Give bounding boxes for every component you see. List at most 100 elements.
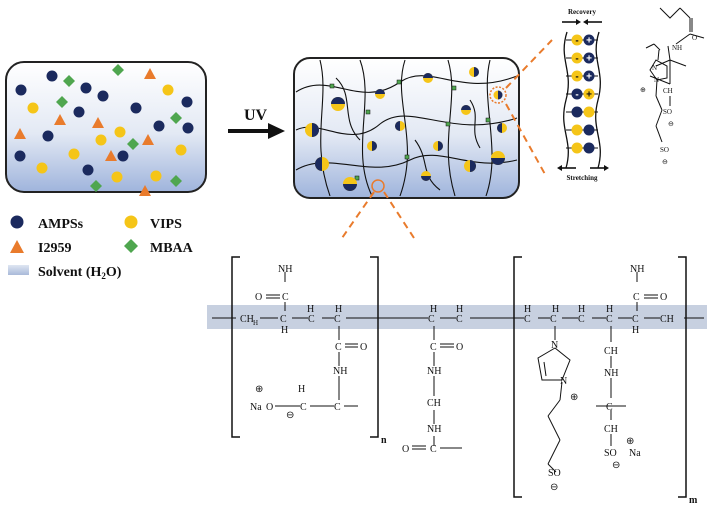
svg-text:AMPSs: AMPSs	[38, 217, 84, 232]
svg-text:H: H	[281, 325, 288, 336]
crosslink-nodes	[329, 79, 491, 181]
subscript-n: n	[381, 435, 387, 446]
svg-text:N: N	[652, 64, 657, 72]
svg-text:-: -	[575, 54, 578, 65]
ion-pair-highlight	[489, 86, 507, 104]
svg-text:I2959: I2959	[38, 241, 71, 256]
initiator-particles	[14, 68, 156, 196]
svg-text:H: H	[552, 304, 559, 315]
svg-text:Na: Na	[250, 402, 262, 413]
uv-label: UV	[244, 107, 268, 124]
legend-item-i2959: I2959	[10, 240, 71, 256]
zoom-lines	[341, 39, 553, 239]
svg-text:O: O	[692, 34, 697, 42]
svg-text:N: N	[551, 340, 558, 351]
bonds	[212, 272, 704, 473]
legend-item-amps: AMPSs	[10, 215, 84, 232]
svg-text:C: C	[335, 342, 342, 353]
legend: AMPSs VIPS I2959 MBAA Solvent (H2O)	[8, 215, 194, 281]
svg-text:NH: NH	[604, 368, 618, 379]
stretching-label: Stretching	[567, 174, 598, 182]
svg-text:O: O	[360, 342, 367, 353]
svg-text:H: H	[632, 325, 639, 336]
legend-item-solvent: Solvent (H2O)	[8, 265, 122, 281]
svg-text:NH: NH	[427, 424, 441, 435]
svg-text:NH: NH	[672, 44, 682, 52]
svg-text:C: C	[334, 402, 341, 413]
subscript-m: m	[689, 495, 698, 505]
svg-text:CH: CH	[240, 314, 254, 325]
svg-text:⊖: ⊖	[612, 460, 620, 471]
svg-text:N: N	[560, 376, 567, 387]
svg-text:+: +	[586, 54, 592, 65]
svg-text:⊕: ⊕	[626, 436, 634, 447]
svg-text:VIPS: VIPS	[150, 217, 182, 232]
svg-text:O: O	[402, 444, 409, 455]
svg-text:H: H	[335, 304, 342, 315]
svg-text:-: -	[575, 72, 578, 83]
svg-text:C: C	[456, 314, 463, 325]
ion-pair-inset: Recovery -+ -+ -+ -+ Stretching	[557, 8, 609, 182]
recovery-arrows	[562, 19, 602, 25]
recovery-label: Recovery	[568, 8, 596, 16]
svg-text:MBAA: MBAA	[150, 241, 194, 256]
svg-text:H: H	[456, 304, 463, 315]
svg-text:C: C	[308, 314, 315, 325]
precursor-solution	[5, 61, 207, 196]
svg-text:C: C	[428, 314, 435, 325]
svg-text:H: H	[578, 304, 585, 315]
svg-text:CH: CH	[604, 424, 618, 435]
legend-item-mbaa: MBAA	[124, 239, 194, 256]
svg-text:C: C	[633, 292, 640, 303]
ion-charge-pairs: -+ -+ -+ -+	[566, 34, 598, 154]
svg-text:⊖: ⊖	[662, 158, 668, 166]
polymer-formula: n m	[207, 256, 707, 505]
vips-particles	[27, 84, 187, 183]
amps-particles	[14, 70, 194, 176]
svg-text:C: C	[334, 314, 341, 325]
svg-text:C: C	[282, 292, 289, 303]
svg-text:C: C	[578, 314, 585, 325]
svg-text:NH: NH	[333, 366, 347, 377]
svg-text:C: C	[606, 402, 613, 413]
svg-text:SO: SO	[604, 448, 617, 459]
svg-text:C: C	[280, 314, 287, 325]
svg-text:CH: CH	[660, 314, 674, 325]
svg-text:H: H	[253, 319, 258, 327]
uv-arrow: UV	[228, 107, 285, 139]
svg-text:C: C	[524, 314, 531, 325]
svg-text:C: C	[606, 314, 613, 325]
svg-text:O: O	[255, 292, 262, 303]
svg-text:+: +	[586, 36, 592, 47]
backbone-band	[207, 305, 707, 329]
svg-text:NH: NH	[630, 264, 644, 275]
svg-text:H: H	[430, 304, 437, 315]
svg-text:⊕: ⊕	[570, 392, 578, 403]
stretching-arrows	[557, 165, 609, 171]
svg-text:O: O	[456, 342, 463, 353]
svg-text:SO: SO	[660, 146, 669, 154]
svg-text:C: C	[632, 314, 639, 325]
svg-text:C: C	[430, 444, 437, 455]
svg-text:C: C	[300, 402, 307, 413]
svg-text:⊖: ⊖	[668, 120, 674, 128]
vips-labels: O NH CH SO N N ⊕ ⊖ SO ⊖	[640, 34, 697, 166]
svg-text:C: C	[550, 314, 557, 325]
svg-text:O: O	[266, 402, 273, 413]
svg-text:⊕: ⊕	[640, 86, 646, 94]
svg-text:N: N	[654, 76, 659, 84]
svg-text:SO: SO	[663, 108, 672, 116]
svg-text:⊖: ⊖	[550, 482, 558, 493]
brackets	[231, 256, 687, 498]
svg-text:H: H	[298, 384, 305, 395]
svg-text:H: H	[307, 304, 314, 315]
crosslinker-particles	[56, 64, 182, 192]
svg-text:Na: Na	[629, 448, 641, 459]
svg-text:+: +	[586, 90, 592, 101]
svg-text:SO: SO	[548, 468, 561, 479]
hydrogel-network	[293, 57, 520, 199]
svg-text:H: H	[606, 304, 613, 315]
svg-text:NH: NH	[427, 366, 441, 377]
